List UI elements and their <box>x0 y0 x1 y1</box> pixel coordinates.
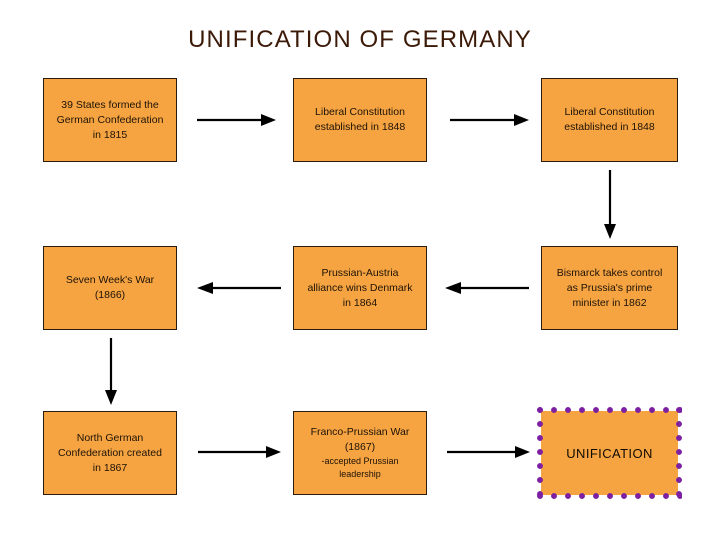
node-label: Prussian-Austria alliance wins Denmark i… <box>307 266 413 309</box>
node-seven-weeks-war-1866[interactable]: Seven Week's War (1866) <box>43 246 177 330</box>
arrow-left-n6-n5 <box>443 280 529 296</box>
node-sublabel: -accepted Prussian leadership <box>321 456 399 479</box>
arrow-down-n4-n7 <box>103 338 119 406</box>
node-label: Bismarck takes control as Prussia's prim… <box>556 266 663 309</box>
arrow-right-n7-n8 <box>198 444 282 460</box>
node-label: UNIFICATION <box>566 445 653 461</box>
node-label: Seven Week's War (1866) <box>65 274 155 301</box>
node-liberal-constitution-1848-a[interactable]: Liberal Constitution established in 1848 <box>293 78 427 162</box>
page-title: UNIFICATION OF GERMANY <box>188 26 532 53</box>
arrow-left-n5-n4 <box>195 280 281 296</box>
arrow-right-n1-n2 <box>197 112 277 128</box>
node-german-confederation-1815[interactable]: 39 States formed the German Confederatio… <box>43 78 177 162</box>
arrow-right-n8-n9 <box>447 444 531 460</box>
node-liberal-constitution-1848-b[interactable]: Liberal Constitution established in 1848 <box>541 78 678 162</box>
node-label: Liberal Constitution established in 1848 <box>314 106 406 133</box>
node-label: 39 States formed the German Confederatio… <box>56 98 164 141</box>
node-north-german-confederation-1867[interactable]: North German Confederation created in 18… <box>43 411 177 495</box>
node-label: Franco-Prussian War (1867) <box>310 426 410 453</box>
node-bismarck-prime-minister-1862[interactable]: Bismarck takes control as Prussia's prim… <box>541 246 678 330</box>
arrow-right-n2-n3 <box>450 112 530 128</box>
arrow-down-n3-n6 <box>602 170 618 240</box>
node-unification[interactable]: UNIFICATION <box>541 411 678 495</box>
node-label: North German Confederation created in 18… <box>58 431 162 474</box>
node-franco-prussian-war-1867[interactable]: Franco-Prussian War (1867) -accepted Pru… <box>293 411 427 495</box>
node-label: Liberal Constitution established in 1848 <box>564 106 655 133</box>
node-prussian-austria-denmark-1864[interactable]: Prussian-Austria alliance wins Denmark i… <box>293 246 427 330</box>
